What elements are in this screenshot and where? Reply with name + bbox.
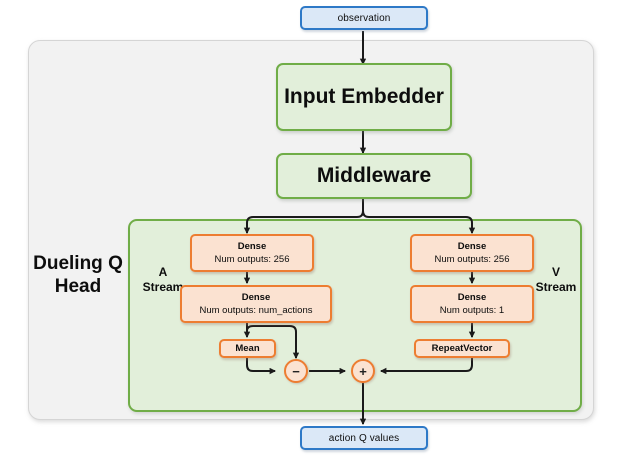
value-dense-256-title: Dense — [457, 241, 487, 252]
advantage-dense-256-title: Dense — [237, 241, 267, 252]
advantage-dense-actions-node: Dense Num outputs: num_actions — [180, 285, 332, 323]
observation-node: observation — [300, 6, 428, 30]
action-q-values-node: action Q values — [300, 426, 428, 450]
value-dense-256-subtitle: Num outputs: 256 — [434, 254, 510, 265]
add-operator: + — [351, 359, 375, 383]
value-stream-caption: V Stream — [530, 265, 582, 295]
value-stream-caption-line1: V — [551, 265, 560, 279]
advantage-dense-256-subtitle: Num outputs: 256 — [214, 254, 290, 265]
middleware-node: Middleware — [276, 153, 472, 199]
input-embedder-label: Input Embedder — [284, 85, 444, 108]
value-dense-1-subtitle: Num outputs: 1 — [439, 305, 505, 316]
advantage-dense-256-node: Dense Num outputs: 256 — [190, 234, 314, 272]
dueling-q-head-caption: Dueling Q Head — [30, 252, 126, 298]
mean-label: Mean — [235, 343, 260, 354]
dueling-q-head-caption-line1: Dueling Q — [33, 253, 123, 274]
dueling-q-head-caption-line2: Head — [54, 276, 102, 297]
input-embedder-node: Input Embedder — [276, 63, 452, 131]
repeat-vector-label: RepeatVector — [431, 343, 493, 354]
value-stream-caption-line2: Stream — [535, 280, 577, 294]
action-q-values-label: action Q values — [328, 432, 400, 444]
add-operator-symbol: + — [359, 363, 367, 379]
repeat-vector-node: RepeatVector — [414, 339, 510, 358]
advantage-dense-actions-subtitle: Num outputs: num_actions — [199, 305, 313, 316]
value-dense-1-title: Dense — [457, 292, 487, 303]
observation-label: observation — [337, 12, 391, 24]
subtract-operator-symbol: − — [292, 363, 300, 379]
middleware-label: Middleware — [316, 164, 432, 187]
advantage-stream-caption-line1: A — [158, 265, 168, 279]
value-dense-256-node: Dense Num outputs: 256 — [410, 234, 534, 272]
advantage-stream-caption-line2: Stream — [142, 280, 184, 294]
advantage-dense-actions-title: Dense — [241, 292, 271, 303]
mean-node: Mean — [219, 339, 276, 358]
advantage-stream-caption: A Stream — [137, 265, 189, 295]
value-dense-1-node: Dense Num outputs: 1 — [410, 285, 534, 323]
subtract-operator: − — [284, 359, 308, 383]
